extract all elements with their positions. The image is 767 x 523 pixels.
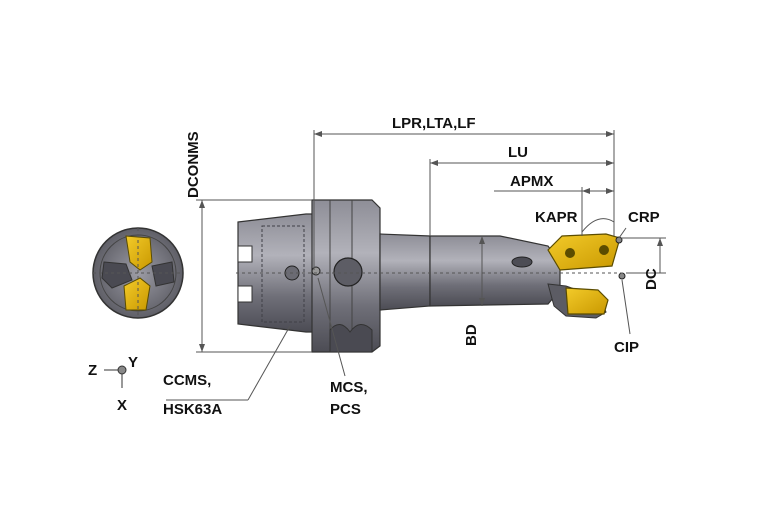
crp-leader [618,227,627,239]
crp-label: CRP [628,209,660,226]
inserts [547,233,626,315]
lu-arrow-left [430,160,438,166]
dconms-label: DCONMS [185,131,202,198]
lpr-arrow-right [606,131,614,137]
hsk-hidden-bore [261,225,305,323]
axis-y-label: Y [128,354,138,371]
dimension-lines [166,130,666,401]
insert-top-screw-1 [565,248,575,258]
lu-label: LU [508,144,528,161]
end-view [92,227,184,319]
dc-arrow-top [657,238,663,246]
cip-label: CIP [614,339,639,356]
ccms-leader [247,325,291,401]
bd-label: BD [463,324,480,346]
lpr-label: LPR,LTA,LF [392,115,476,132]
flange-key-hole [333,257,363,287]
end-flute-right [151,261,175,287]
dc-label: DC [643,268,660,290]
apmx-arrow-right [606,188,614,194]
lu-arrow-right [606,160,614,166]
cutter-body [429,235,561,307]
kapr-arc [581,218,615,233]
ccms-label-line2: HSK63A [163,401,222,418]
axis-origin-dot [117,365,127,375]
mcs-label-line1: MCS, [330,379,368,396]
hsk-slot-top [237,245,253,263]
lpr-arrow-left [314,131,322,137]
insert-top-screw-2 [599,245,609,255]
mcs-leader [317,277,346,377]
dconms-arrow-bottom [199,344,205,352]
axis-x-label: X [117,397,127,414]
end-flute-left [101,261,133,289]
end-insert-bottom [123,277,151,311]
end-insert-top [125,235,153,271]
body-slot [511,256,533,268]
insert-bottom [565,287,609,315]
flange [311,199,381,353]
apmx-arrow-left [582,188,590,194]
mcs-label-line2: PCS [330,401,361,418]
bd-arrow-top [479,236,485,244]
bd-arrow-bottom [479,298,485,306]
axis-triad: Z Y X [88,354,138,414]
mcs-point [311,266,321,276]
axis-z-label: Z [88,362,97,379]
neck [379,233,431,311]
ccms-label-line1: CCMS, [163,372,211,389]
labels: DCONMS LPR,LTA,LF LU APMX KAPR CRP DC BD… [163,115,660,418]
cip-leader [621,279,631,335]
insert-top [547,233,621,271]
dconms-arrow-top [199,200,205,208]
apmx-label: APMX [510,173,553,190]
flange-notch [329,324,373,353]
hsk-slot-bottom [237,285,253,303]
cip-point [618,272,626,280]
kapr-label: KAPR [535,209,578,226]
